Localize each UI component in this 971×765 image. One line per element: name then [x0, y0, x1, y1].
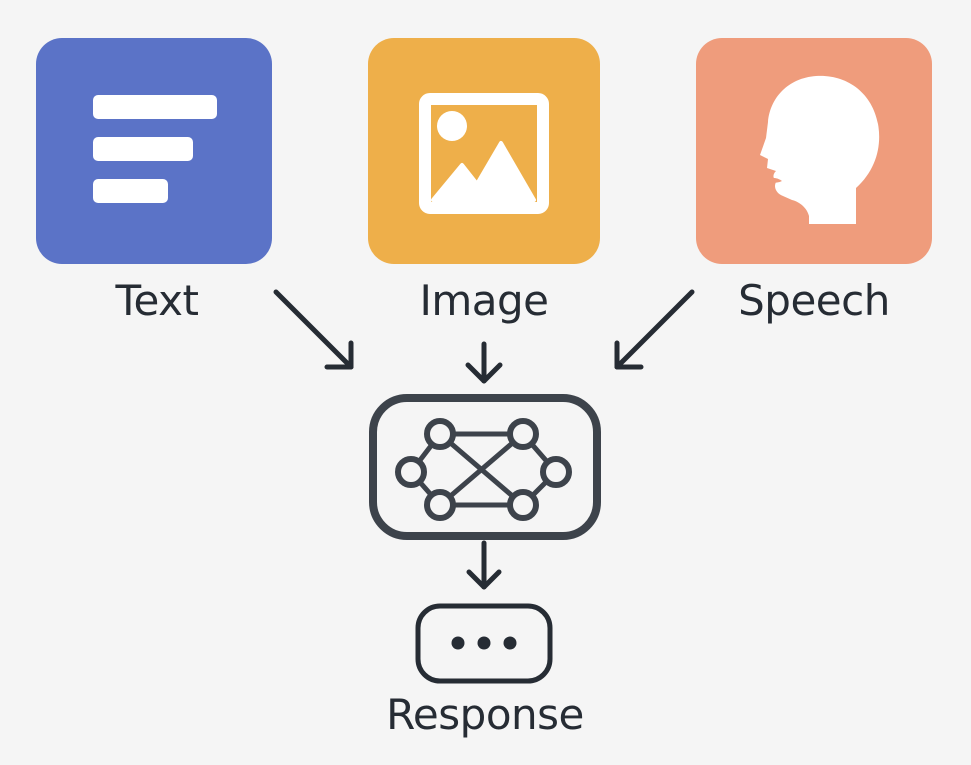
picture-frame — [419, 93, 549, 214]
image-label: Image — [419, 276, 549, 325]
speech-label: Speech — [738, 276, 890, 325]
neural-network-icon — [369, 394, 601, 540]
picture-icon — [368, 38, 600, 264]
text-label: Text — [115, 276, 199, 325]
response-label: Response — [386, 690, 584, 739]
speech-input-tile — [696, 38, 932, 264]
text-line-3 — [93, 179, 168, 203]
arrow-speech-to-model — [614, 289, 695, 370]
speaking-head-icon — [696, 38, 932, 264]
text-lines-icon — [36, 38, 272, 264]
arrow-text-to-model — [273, 289, 354, 370]
network-nodes — [395, 418, 572, 521]
arrow-image-to-model — [465, 341, 503, 384]
text-line-1 — [93, 95, 217, 119]
open-mouth — [768, 177, 782, 183]
picture-sun — [437, 111, 467, 141]
text-line-2 — [93, 137, 193, 161]
picture-mountains — [431, 141, 536, 202]
response-bubble — [415, 603, 553, 684]
model-box — [369, 394, 601, 540]
chat-ellipsis-icon — [415, 603, 553, 684]
dot-1 — [451, 636, 465, 650]
dot-2 — [477, 636, 491, 650]
arrow-model-to-response — [466, 540, 502, 590]
image-input-tile — [368, 38, 600, 264]
head-silhouette — [760, 75, 880, 224]
text-input-tile — [36, 38, 272, 264]
dot-3 — [503, 636, 517, 650]
